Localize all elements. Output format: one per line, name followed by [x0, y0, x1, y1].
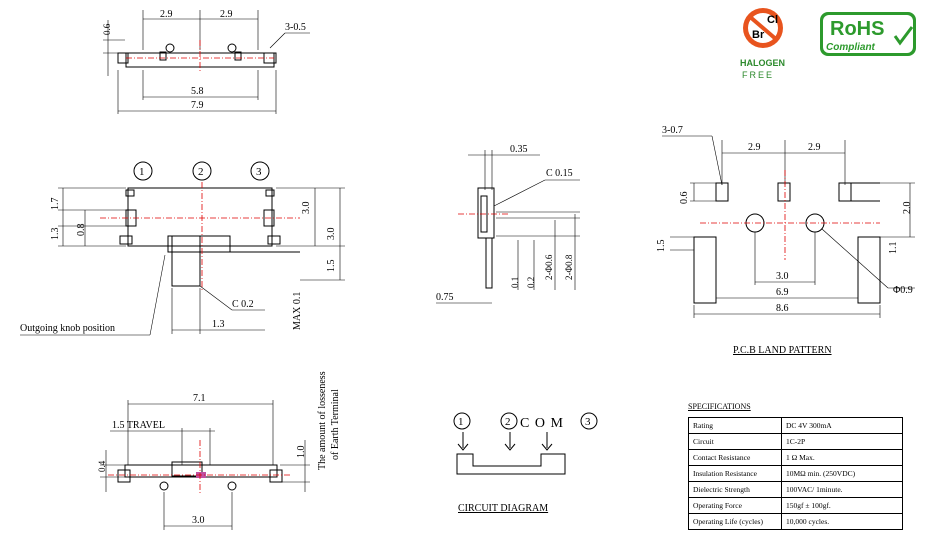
halogen-badge-label1: HALOGEN [740, 58, 785, 68]
top-view: 2.9 2.9 0.6 3-0.5 5.8 7.9 [102, 9, 310, 114]
circuit-diagram: 1 2 3 C O M CIRCUIT DIAGRAM [453, 412, 598, 514]
front-view: 1 2 3 1.7 1.3 0.8 3.0 3.0 1.5 [20, 161, 345, 336]
halogen-badge-br: Br [752, 29, 765, 41]
circuit-title: CIRCUIT DIAGRAM [458, 503, 548, 514]
rohs-badge-subtitle: Compliant [826, 42, 876, 53]
pin-2-marker [192, 161, 212, 181]
top-dim-width: 7.9 [191, 100, 204, 111]
spec-value: 100VAC/ 1minute. [781, 481, 903, 498]
spec-value: DC 4V 300mA [781, 417, 903, 434]
front-dim-terminal: 0.8 [76, 224, 87, 237]
spec-key: Circuit [688, 433, 782, 450]
spec-key: Dielectric Strength [688, 481, 782, 498]
bottom-dim-looseness: 1.0 [296, 446, 307, 459]
side-dim-1: 0.1 [510, 277, 520, 288]
spec-key: Operating Force [688, 497, 782, 514]
front-pin-3: 3 [256, 166, 262, 178]
side-dim-chamfer: C 0.15 [546, 168, 573, 179]
spec-value: 150gf ± 100gf. [781, 497, 903, 514]
bottom-note-line2: of Earth Terminal [330, 389, 341, 460]
spec-value: 10MΩ min. (250VDC) [781, 465, 903, 482]
side-dim-offset: 0.75 [436, 292, 454, 303]
front-dim-total: 3.0 [326, 228, 337, 241]
pin-1-marker [133, 161, 153, 181]
pcb-dim-hole: Φ0.9 [893, 285, 913, 296]
rohs-badge: RoHS Compliant [820, 12, 916, 56]
circuit-pin-1-marker [453, 412, 471, 430]
spec-key: Insulation Resistance [688, 465, 782, 482]
top-dim-pin-span: 5.8 [191, 86, 204, 97]
circuit-pin-3-marker [580, 412, 598, 430]
halogen-free-badge: Cl Br HALOGEN FREE [740, 8, 785, 80]
spec-value: 1 Ω Max. [781, 449, 903, 466]
bottom-dim-length: 7.1 [193, 393, 206, 404]
spec-row: Operating Life (cycles)10,000 cycles. [688, 513, 903, 530]
circuit-pin-1: 1 [458, 416, 464, 428]
pcb-dim-outer: 8.6 [776, 303, 789, 314]
side-dim-2: 0.2 [526, 277, 536, 288]
spec-value: 1C-2P [781, 433, 903, 450]
halogen-badge-cl: Cl [767, 14, 778, 26]
pcb-dim-pitch-left: 2.9 [748, 142, 761, 153]
pcb-land-pattern: 3-0.7 2.9 2.9 0.6 2.0 1.5 1.1 3. [656, 125, 915, 356]
spec-value: 10,000 cycles. [781, 513, 903, 530]
pin-3-marker [250, 161, 270, 181]
spec-key: Operating Life (cycles) [688, 513, 782, 530]
bottom-dim-pin-span: 3.0 [192, 515, 205, 526]
specifications-title: SPECIFICATIONS [688, 402, 751, 411]
side-dim-hole-large: 2-Φ0.8 [564, 254, 574, 280]
side-dim-hole-small: 2-Φ0.6 [544, 254, 554, 280]
pcb-dim-hole-span: 3.0 [776, 271, 789, 282]
halogen-badge-label2: FREE [742, 70, 774, 80]
bottom-note-line1: The amount of losseness [317, 371, 328, 470]
pcb-dim-pitch-right: 2.9 [808, 142, 821, 153]
circuit-com-label: C O M [520, 416, 564, 431]
front-pin-2: 2 [198, 166, 204, 178]
bottom-dim-travel: 1.5 TRAVEL [112, 420, 165, 431]
front-dim-chamfer: C 0.2 [232, 299, 254, 310]
knob [171, 235, 201, 287]
front-dim-body: 3.0 [301, 202, 312, 215]
pcb-dim-pad-height: 0.6 [679, 192, 690, 205]
spec-key: Contact Resistance [688, 449, 782, 466]
front-pin-1: 1 [139, 166, 145, 178]
circuit-pin-2-marker [500, 412, 518, 430]
side-dim-thickness: 0.35 [510, 144, 528, 155]
pcb-dim-right-height: 2.0 [902, 202, 913, 215]
pcb-title: P.C.B LAND PATTERN [733, 345, 832, 356]
side-view: 0.35 C 0.15 0.1 0.2 2-Φ0.6 2-Φ0.8 0.75 [436, 144, 580, 304]
bottom-dim-height: 0.4 [97, 460, 107, 472]
pcb-dim-inner: 6.9 [776, 287, 789, 298]
check-icon [893, 26, 914, 46]
spec-key: Rating [688, 417, 782, 434]
circuit-pin-3: 3 [585, 416, 591, 428]
pcb-dim-pads: 3-0.7 [662, 125, 683, 136]
top-dim-height: 0.6 [102, 23, 112, 35]
front-dim-lower: 1.3 [50, 228, 61, 241]
pcb-dim-slot: 1.5 [656, 240, 667, 253]
front-dim-knob: 1.5 [326, 260, 337, 273]
pcb-dim-slot-right: 1.1 [888, 242, 899, 255]
bottom-view: 7.1 1.5 TRAVEL 0.4 1.0 The amount of los… [97, 371, 341, 530]
circuit-slider [456, 453, 566, 475]
circuit-pin-2: 2 [505, 416, 511, 428]
front-dim-knob-width: 1.3 [212, 319, 225, 330]
front-dim-max: MAX 0.1 [292, 292, 303, 330]
front-callout: Outgoing knob position [20, 323, 115, 334]
top-dim-pitch-right: 2.9 [220, 9, 233, 20]
rohs-badge-title: RoHS [830, 18, 884, 40]
top-dim-pitch-left: 2.9 [160, 9, 173, 20]
front-dim-upper: 1.7 [50, 198, 61, 211]
top-dim-terminal: 3-0.5 [285, 22, 306, 33]
